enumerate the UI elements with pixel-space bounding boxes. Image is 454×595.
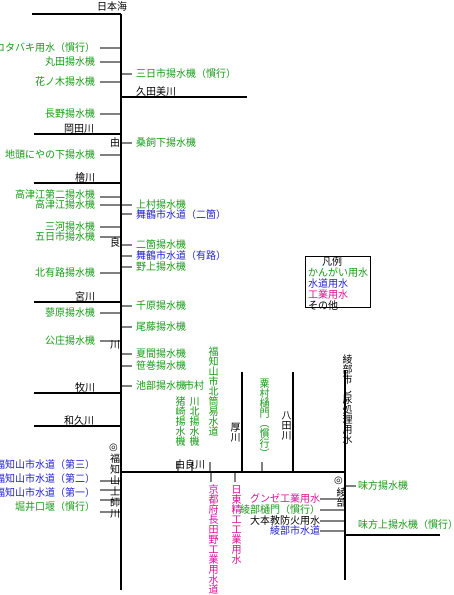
facility-kujo: 公庄揚水機 [45, 336, 95, 347]
facility-inozaki: 猪崎揚水機 [173, 396, 184, 446]
facility-chihara: 千原揚水機 [136, 301, 186, 312]
facility-kitaaruji: 北有路揚水機 [35, 268, 95, 279]
facility-nagano: 長野揚水機 [45, 109, 95, 120]
okada-river-label: 岡田川 [64, 124, 94, 135]
facility-ayabe-gate: 綾部樋門（慣行） [240, 505, 320, 516]
facility-mikata: 味方揚水機 [358, 481, 408, 492]
facility-sasamaki: 笹巻揚水機 [136, 361, 186, 372]
kutami-river-label: 久田美川 [136, 87, 176, 98]
facility-kyoto-nagatano: 京都府長田野工業用水道 [206, 484, 217, 594]
legend-water-supply: 水道用水 [308, 279, 348, 290]
facility-nitto-seiko: 日東精工工業用水 [229, 484, 240, 564]
maki-river-label: 牧川 [75, 383, 95, 394]
facility-horii: 堀井口堰（慣行） [15, 502, 95, 513]
yura-lower-label: 由良川 [175, 460, 205, 471]
facility-fukuchiyama-north-water: 福知山市北筒易水道 [206, 346, 217, 436]
facility-itsukaichi: 五日市揚水機 [35, 232, 95, 243]
facility-kotabaki: コタバキ用水（慣行） [0, 43, 95, 54]
facility-ayabe-water: 綾部市水道 [270, 526, 320, 537]
facility-mikata-kami: 味方上揚水機（慣行） [358, 520, 454, 531]
ayabe-mark: ◎ [334, 475, 343, 486]
facility-fukuchiyama-water-3: 福知山市水道（第三） [0, 460, 95, 471]
facility-takatsue-2: 高津江第二揚水機 [15, 190, 95, 201]
facility-fukuchiyama-water-1: 福知山市水道（第一） [0, 488, 95, 499]
legend-other: その他 [308, 301, 338, 312]
main-lower-char-1: 福 [110, 454, 120, 465]
facility-nogami: 野上揚水機 [136, 262, 186, 273]
facility-natsuma: 夏間揚水機 [136, 349, 186, 360]
facility-kuwagai: 桑飼下揚水機 [136, 138, 196, 149]
facility-tadehara: 蓼原揚水機 [45, 308, 95, 319]
facility-kawakita: 川北揚水機 [187, 396, 198, 446]
facility-mikkaichi: 三日市揚水機（慣行） [136, 69, 236, 80]
facility-jito: 地頭にやの下揚水機 [5, 150, 95, 161]
facility-takatsue: 高津江揚水機 [35, 200, 95, 211]
main-lower-char-3: 山 [110, 476, 120, 487]
legend-box: 凡例 かんがい用水 水道用水 工業用水 その他 [305, 256, 371, 312]
facility-ikebe: 池部揚水機 [136, 381, 186, 392]
main-lower-char-4: 土 [110, 487, 120, 498]
hinoki-river-label: 檜川 [75, 173, 95, 184]
facility-omoto-fire: 大本教防火用水 [250, 516, 320, 527]
kamanaka-river-label: 厚川 [228, 422, 239, 442]
facility-maizuru-water-futaba: 舞鶴市水道（二箇） [136, 210, 226, 221]
facility-ichimura: 市村 [184, 381, 204, 392]
main-lower-char-6: 川 [110, 509, 120, 520]
facility-gunze: グンゼ工業用水 [250, 494, 320, 505]
facility-bito: 尾藤揚水機 [136, 322, 186, 333]
legend-industrial: 工業用水 [308, 290, 348, 301]
main-river-char-1: 由 [110, 138, 120, 149]
legend-title: 凡例 [322, 257, 342, 268]
facility-fukuchiyama-water-2: 福知山市水道（第二） [0, 474, 95, 485]
hatta-river-label: 八田川 [279, 410, 290, 440]
legend-irrigation: かんがい用水 [308, 268, 368, 279]
sea-label: 日本海 [97, 2, 127, 13]
facility-maruta: 丸田揚水機 [45, 57, 95, 68]
main-lower-char-2: 知 [110, 465, 120, 476]
miya-river-label: 宮川 [75, 292, 95, 303]
main-river-char-2: 良 [110, 238, 120, 249]
facility-futaba: 二箇揚水機 [136, 240, 186, 251]
wakuhisa-river-label: 和久川 [64, 416, 94, 427]
facility-kamimura: 上村揚水機 [136, 200, 186, 211]
facility-ayabe-sewage: 綾部市し尿処理用水 [340, 354, 351, 444]
main-lower-char-5: 師 [110, 498, 120, 509]
facility-mikawa: 三河揚水機 [45, 222, 95, 233]
facility-maizuru-water-aruji: 舞鶴市水道（有路） [136, 251, 226, 262]
facility-kuriya-gate: 粟村樋門（慣行） [257, 378, 268, 458]
main-river-char-3: 川 [110, 340, 120, 351]
ayabe-river-label: 綾部 [334, 487, 345, 507]
fukuchiyama-mark: ◎ [109, 442, 118, 453]
facility-hananoki: 花ノ木揚水機 [35, 77, 95, 88]
